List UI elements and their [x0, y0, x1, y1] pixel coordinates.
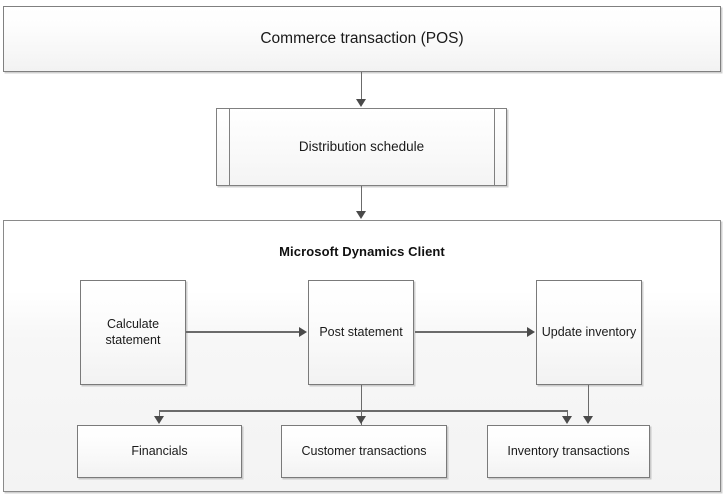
connector-bus-to-financials [158, 410, 160, 418]
container-title: Microsoft Dynamics Client [279, 244, 445, 259]
node-financials: Financials [77, 425, 242, 478]
node-label: Calculate statement [105, 316, 161, 347]
node-calculate-statement: Calculate statement [80, 280, 186, 385]
arrowhead-update-to-inventory-transactions [583, 416, 593, 424]
node-distribution-schedule: Distribution schedule [216, 108, 507, 186]
connector-update-to-inventory-transactions [587, 385, 589, 417]
arrowhead-bus-to-inventory-transactions [562, 416, 572, 424]
connector-calculate-to-post [186, 331, 300, 333]
connector-schedule-to-client [360, 186, 362, 212]
connector-bus-to-inventory-transactions [566, 410, 568, 418]
node-label: Financials [131, 443, 188, 458]
predefined-process-right-bar [494, 108, 495, 186]
node-label: Customer transactions [301, 443, 427, 458]
predefined-process-left-bar [229, 108, 230, 186]
arrowhead-post-to-update [527, 327, 535, 337]
connector-post-to-update [415, 331, 528, 333]
arrowhead-schedule-to-client [356, 211, 366, 219]
node-post-statement: Post statement [308, 280, 414, 385]
arrowhead-calculate-to-post [299, 327, 307, 337]
node-label: Distribution schedule [298, 138, 425, 154]
connector-distribution-bus [159, 410, 568, 412]
node-label: Update inventory [541, 324, 637, 339]
node-label: Inventory transactions [507, 443, 630, 458]
node-label: Commerce transaction (POS) [260, 30, 464, 48]
connector-pos-to-schedule [360, 72, 362, 100]
arrowhead-post-to-customer-transactions [356, 416, 366, 424]
connector-post-stem [360, 385, 362, 425]
arrowhead-pos-to-schedule [356, 99, 366, 107]
node-commerce-transaction-pos: Commerce transaction (POS) [3, 6, 721, 72]
node-update-inventory: Update inventory [536, 280, 642, 385]
arrowhead-bus-to-financials [154, 416, 164, 424]
node-customer-transactions: Customer transactions [281, 425, 447, 478]
node-label: Post statement [319, 324, 403, 339]
node-inventory-transactions: Inventory transactions [487, 425, 650, 478]
